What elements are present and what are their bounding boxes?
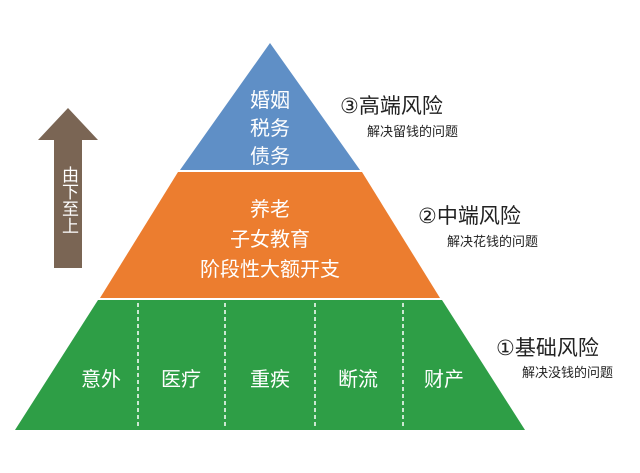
tier-bottom-item-5: 财产 <box>424 367 464 391</box>
tier-middle-title: ②中端风险 <box>418 204 521 228</box>
tier-bottom-item-3: 重疾 <box>250 367 290 391</box>
tier-middle-shape <box>100 172 440 298</box>
tier-bottom-item-4: 断流 <box>338 367 378 391</box>
tier-middle-item-2: 子女教育 <box>230 227 310 251</box>
tier-top-subtitle: 解决留钱的问题 <box>367 124 458 140</box>
pyramid: 婚姻 税务 债务 养老 子女教育 阶段性大额开支 意外 医疗 重疾 断流 财产 <box>15 43 525 430</box>
tier-bottom-item-2: 医疗 <box>161 367 201 391</box>
tier-labels: ③高端风险 解决留钱的问题 ②中端风险 解决花钱的问题 ①基础风险 解决没钱的问… <box>340 94 613 381</box>
tier-bottom-title: ①基础风险 <box>496 336 599 360</box>
tier-bottom-item-1: 意外 <box>81 367 121 391</box>
tier-middle-subtitle: 解决花钱的问题 <box>447 234 538 250</box>
arrow-label: 由下至上 <box>58 166 79 234</box>
arrow-shape <box>38 108 98 268</box>
tier-bottom-shape <box>15 300 525 430</box>
tier-top-shape <box>180 43 360 170</box>
up-arrow: 由下至上 <box>38 108 98 268</box>
tier-top-title: ③高端风险 <box>340 94 443 118</box>
tier-middle-item-3: 阶段性大额开支 <box>200 257 340 281</box>
tier-middle-item-1: 养老 <box>250 197 290 221</box>
tier-top-item-2: 税务 <box>250 116 290 140</box>
tier-top-item-3: 债务 <box>250 144 290 168</box>
tier-bottom-subtitle: 解决没钱的问题 <box>522 365 613 381</box>
tier-top-item-1: 婚姻 <box>250 88 290 112</box>
